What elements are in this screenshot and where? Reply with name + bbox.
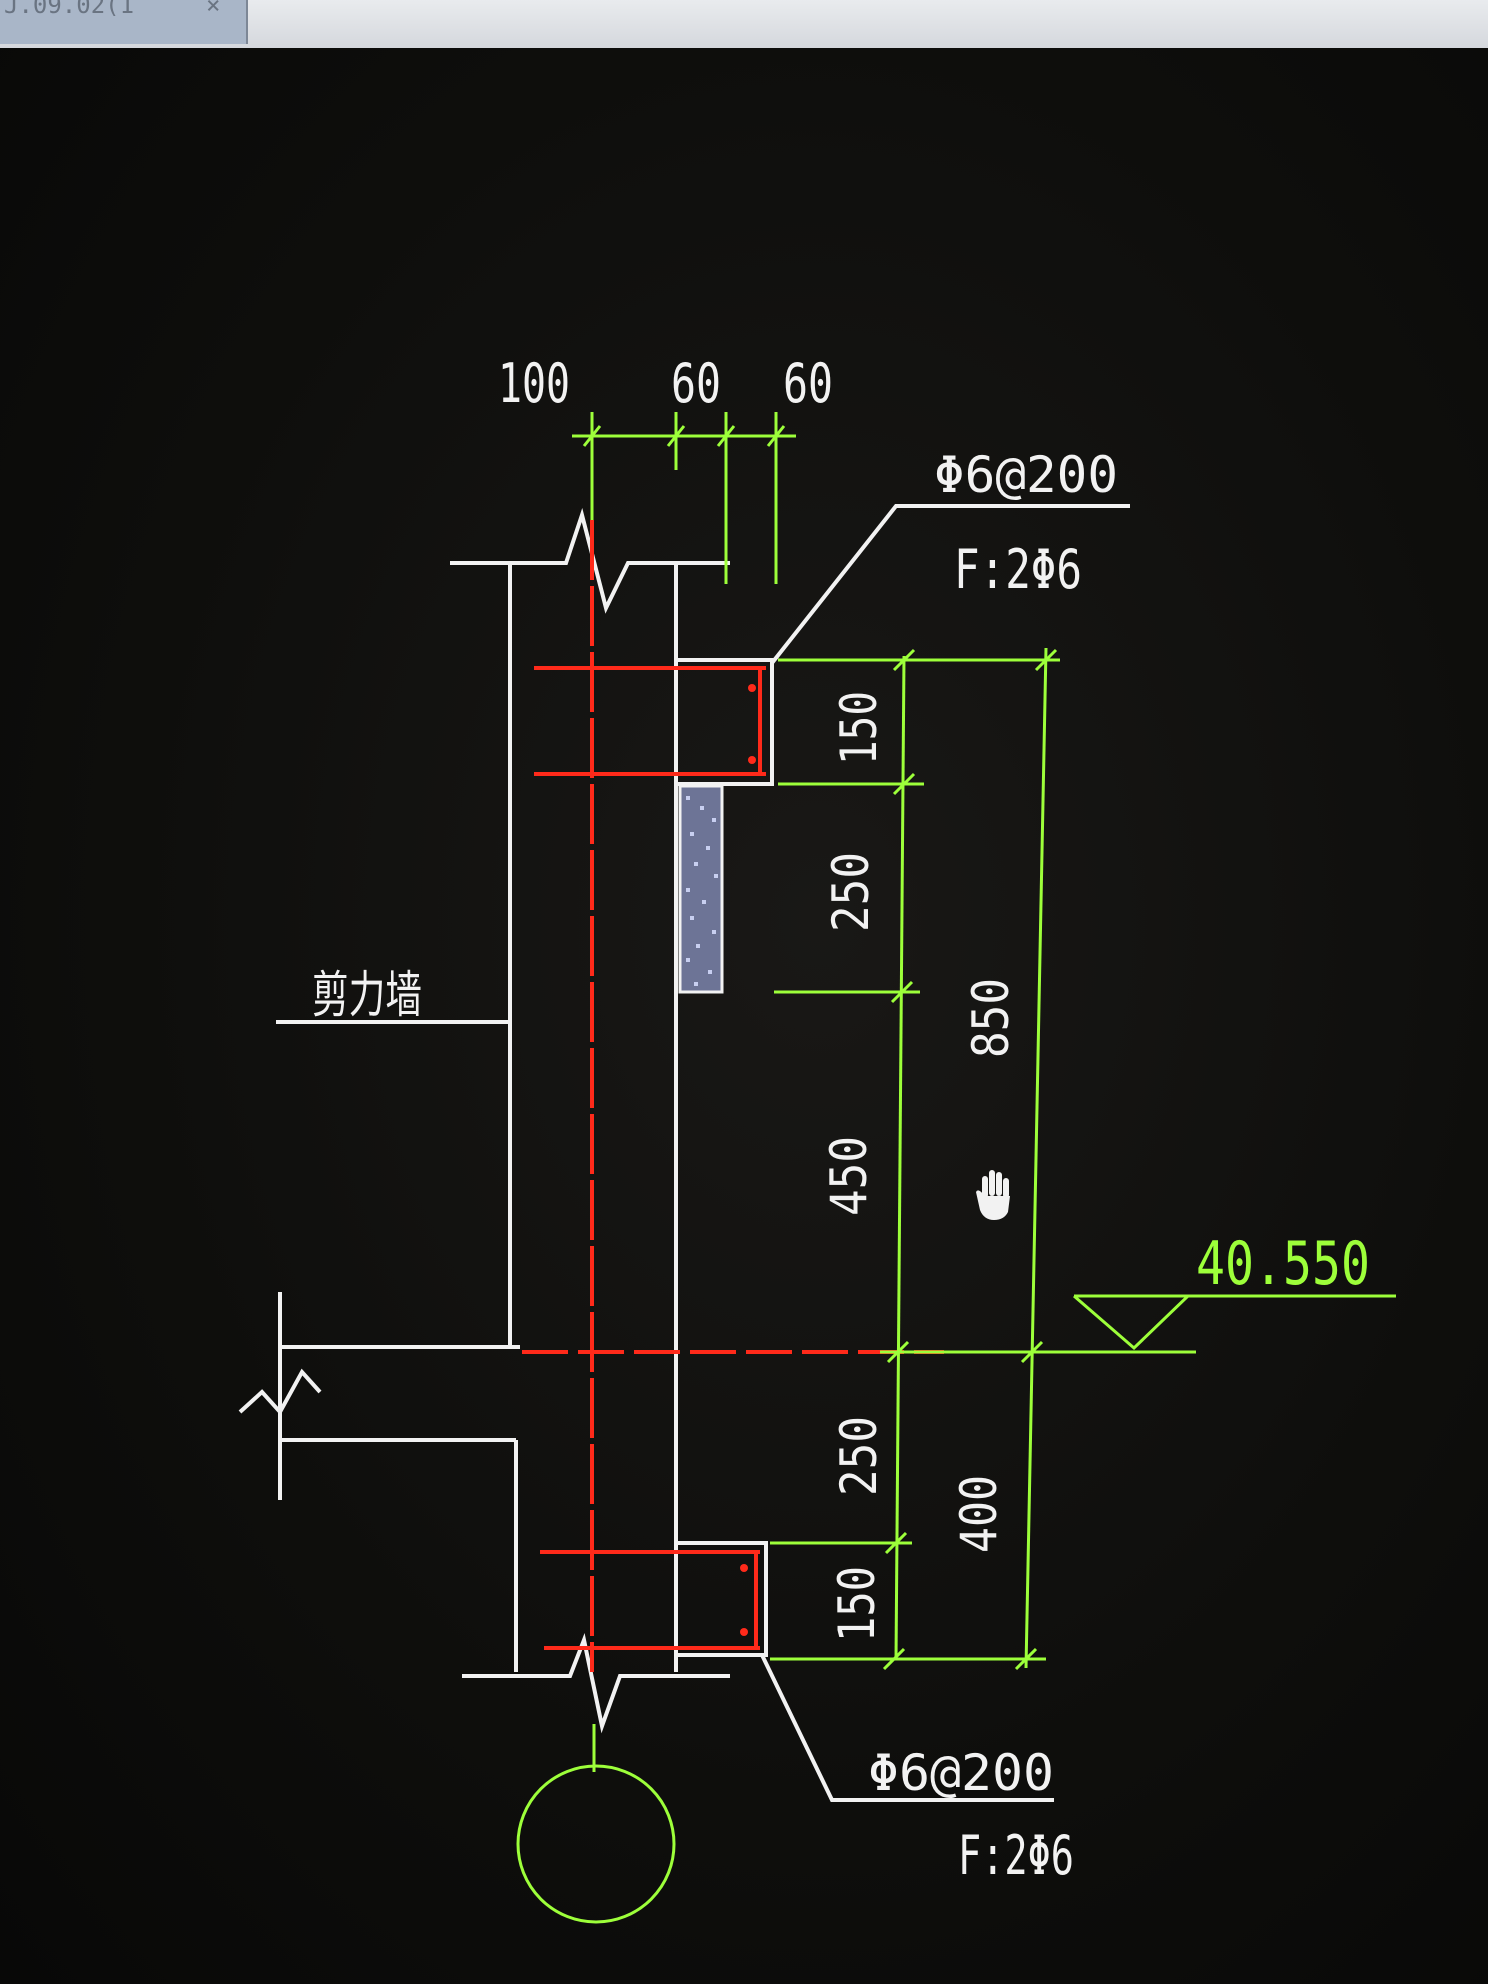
dim-400: 400	[950, 1475, 1008, 1553]
dim-250-top: 250	[822, 852, 880, 932]
labels: 100 60 60 Φ6@200 F:2Φ6 Φ6@200 F:2Φ6 剪力墙 …	[312, 352, 1370, 1887]
rebar-lines	[522, 520, 944, 1672]
bottom-ledge-outline	[676, 1541, 768, 1657]
elevation-value: 40.550	[1196, 1229, 1370, 1299]
axis-bubble	[516, 1764, 676, 1924]
tab-title: J.09.02(1	[4, 0, 135, 19]
cad-drawing: 100 60 60 Φ6@200 F:2Φ6 Φ6@200 F:2Φ6 剪力墙 …	[238, 352, 1396, 1924]
drawing-file-tab[interactable]: J.09.02(1 ×	[0, 0, 248, 44]
dim-450: 450	[820, 1136, 878, 1216]
cad-drawing-viewport[interactable]: 100 60 60 Φ6@200 F:2Φ6 Φ6@200 F:2Φ6 剪力墙 …	[0, 48, 1488, 1984]
rebar-top-bars: F:2Φ6	[954, 538, 1082, 601]
dim-top-100: 100	[498, 352, 570, 415]
dim-850: 850	[962, 978, 1020, 1058]
inner-dim-line	[894, 655, 906, 1661]
hatch-dots	[686, 796, 718, 986]
dim-150-top: 150	[830, 691, 888, 765]
dimension-lines	[516, 412, 1396, 1924]
shear-wall-label: 剪力墙	[312, 966, 422, 1024]
dim-150-bottom: 150	[828, 1566, 886, 1642]
outer-dim-line	[1024, 647, 1048, 1669]
close-icon[interactable]: ×	[206, 0, 221, 19]
top-rebar-leader	[770, 504, 1130, 665]
dim-250-bottom: 250	[830, 1416, 888, 1496]
document-tab-strip: J.09.02(1 ×	[0, 0, 1488, 50]
hand-cursor-icon	[976, 1170, 1010, 1220]
elevation-triangle	[1073, 1294, 1192, 1351]
dim-top-60-b: 60	[783, 352, 833, 415]
rebar-bottom-spec: Φ6@200	[868, 1744, 1054, 1802]
top-ledge-outline	[676, 658, 774, 786]
dim-top-60-a: 60	[671, 352, 721, 415]
outline-lines	[238, 504, 1130, 1802]
rebar-top-spec: Φ6@200	[934, 446, 1118, 504]
rebar-dots	[740, 684, 756, 1636]
bottom-rebar-leader	[760, 1654, 1054, 1802]
rebar-bottom-bars: F:2Φ6	[958, 1824, 1074, 1887]
bottom-break-line	[462, 1632, 730, 1734]
slab-break-mark	[238, 1368, 322, 1416]
